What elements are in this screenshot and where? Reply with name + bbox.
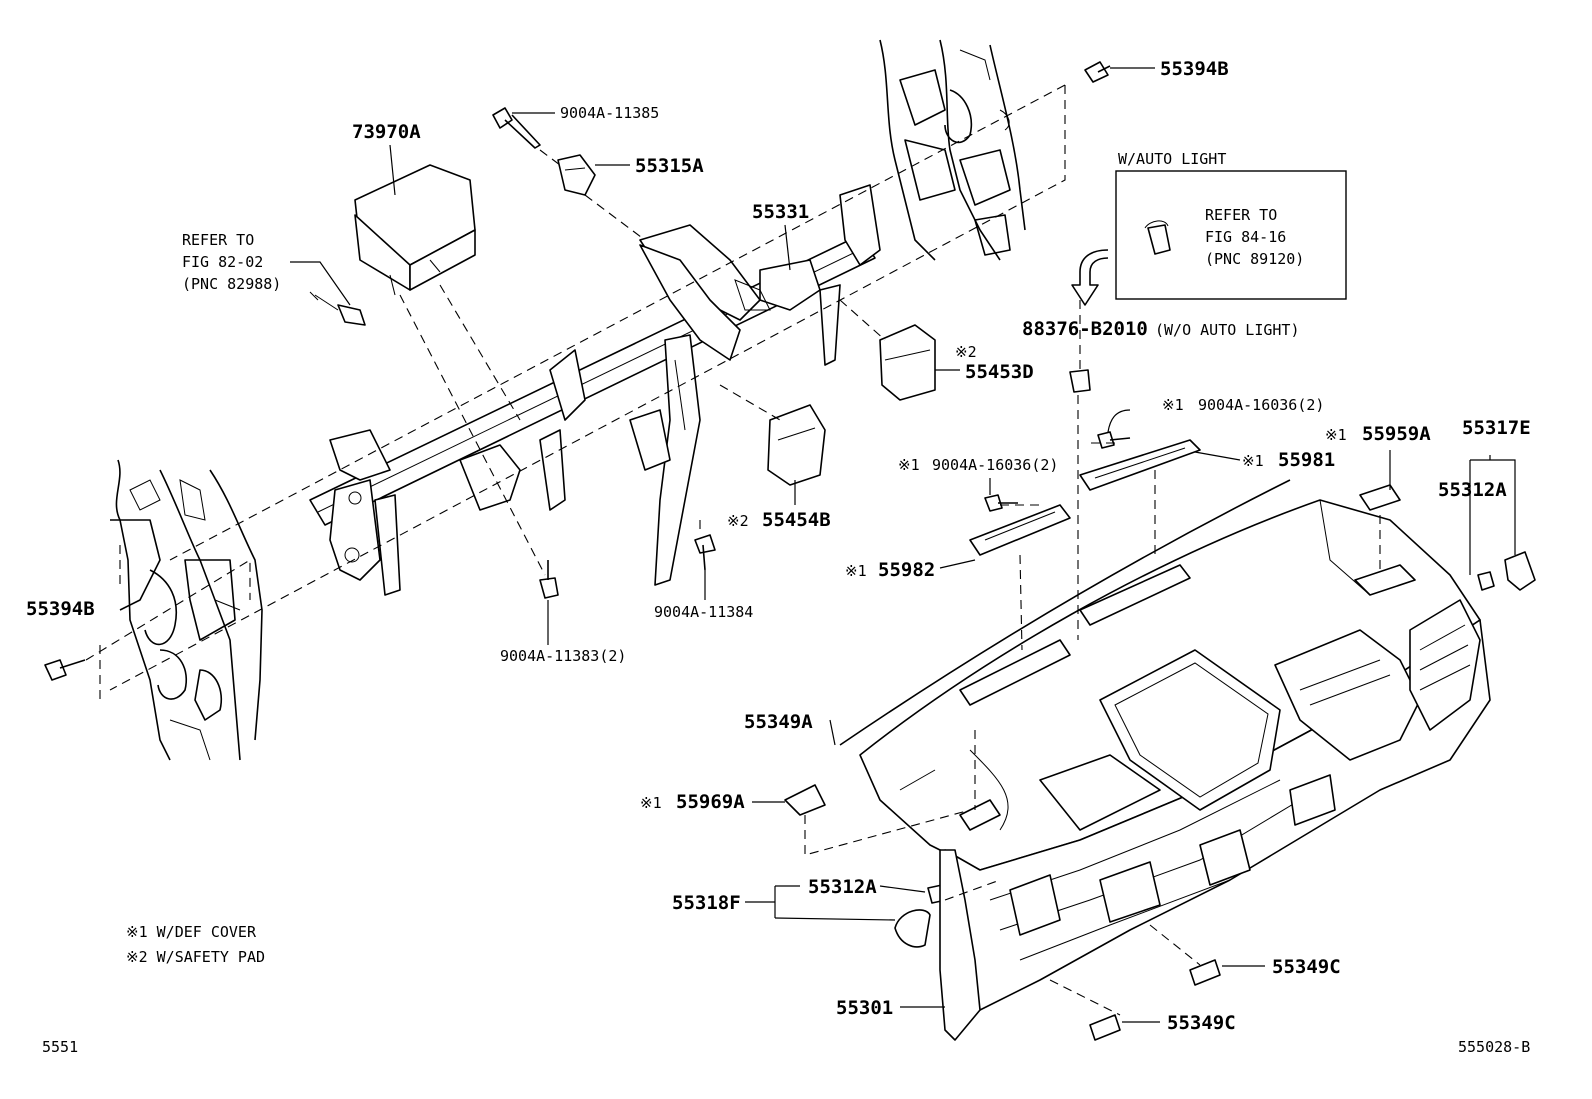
footer-codes: 5551 555028-B — [42, 1038, 1530, 1056]
footer-left-code: 5551 — [42, 1038, 78, 1056]
label-55959a: 55959A — [1362, 423, 1431, 445]
label-refer-82-line2: FIG 82-02 — [182, 253, 263, 271]
def-cover-55981 — [1079, 439, 1201, 491]
label-9004a-16036-left: 9004A-16036(2) — [932, 456, 1058, 474]
bolt-55394b-top — [1084, 61, 1111, 83]
screw-9004a-16036-right — [1097, 431, 1131, 449]
label-55317e: 55317E — [1462, 417, 1531, 439]
clip-55312a-right — [1477, 571, 1495, 591]
label-55453d: 55453D — [965, 361, 1034, 383]
label-55982-mark: ※1 — [845, 562, 867, 580]
label-refer-84-line3: (PNC 89120) — [1205, 250, 1304, 268]
label-55982: 55982 — [878, 559, 935, 581]
label-9004a-11383: 9004A-11383(2) — [500, 647, 626, 665]
arrow-auto-light — [1071, 249, 1109, 306]
label-55959a-mark: ※1 — [1325, 426, 1347, 444]
legend-notes: ※1 W/DEF COVER ※2 W/SAFETY PAD — [126, 923, 265, 966]
label-55315a: 55315A — [635, 155, 704, 177]
label-55331: 55331 — [752, 201, 809, 223]
side-cover-55317e — [1504, 551, 1536, 591]
label-refer-84-line1: REFER TO — [1205, 206, 1277, 224]
label-55349c-2: 55349C — [1167, 1012, 1236, 1034]
label-55394b-top: 55394B — [1160, 58, 1229, 80]
instrument-panel-55301 — [859, 499, 1491, 1041]
safety-pad-55453d — [879, 324, 936, 401]
label-refer-82-line3: (PNC 82988) — [182, 275, 281, 293]
label-88376-suffix: (W/O AUTO LIGHT) — [1155, 321, 1300, 339]
label-refer-84-line2: FIG 84-16 — [1205, 228, 1286, 246]
note-def-cover: ※1 W/DEF COVER — [126, 923, 257, 941]
sensor-88376 — [1069, 369, 1091, 393]
trim-55959a — [1359, 484, 1401, 511]
auto-light-box — [1115, 170, 1347, 300]
label-9004a-16036-right: 9004A-16036(2) — [1198, 396, 1324, 414]
pad-55349c-1 — [1189, 959, 1221, 986]
label-9004a-16036-right-mark: ※1 — [1162, 396, 1184, 414]
bolt-9004a-11383 — [539, 560, 559, 599]
pad-55349c-2 — [1089, 1014, 1121, 1041]
label-55349a: 55349A — [744, 711, 813, 733]
clip-55315a — [557, 154, 596, 196]
leader-lines — [290, 67, 1516, 1023]
instrument-panel-reinforcement — [309, 184, 881, 596]
footer-right-code: 555028-B — [1458, 1038, 1530, 1056]
label-55453d-mark: ※2 — [955, 343, 977, 361]
screw-9004a-16036-left — [984, 494, 1018, 512]
label-55969a: 55969A — [676, 791, 745, 813]
label-refer-82-line1: REFER TO — [182, 231, 254, 249]
label-55394b-left: 55394B — [26, 598, 95, 620]
part-labels: 55394B 9004A-11385 73970A 55315A 55331 R… — [26, 58, 1531, 1034]
side-cover-55318f — [894, 909, 931, 948]
label-55454b-mark: ※2 — [727, 512, 749, 530]
label-9004a-11385: 9004A-11385 — [560, 104, 659, 122]
assembly-dashed-lines — [85, 84, 1381, 1016]
label-55318f: 55318F — [672, 892, 741, 914]
label-55312a-left: 55312A — [808, 876, 877, 898]
label-9004a-11384: 9004A-11384 — [654, 603, 753, 621]
label-88376: 88376-B2010 — [1022, 318, 1148, 340]
right-body-pillar — [879, 39, 1026, 261]
airbag-connector — [309, 291, 366, 326]
label-55981-mark: ※1 — [1242, 452, 1264, 470]
def-cover-55982 — [969, 504, 1071, 556]
label-55312a-right: 55312A — [1438, 479, 1507, 501]
label-55981: 55981 — [1278, 449, 1335, 471]
safety-pad-55454b — [767, 404, 826, 486]
panel-edge-strip-55349a — [839, 479, 1291, 746]
bolt-55394b-left — [44, 659, 86, 681]
label-9004a-16036-left-mark: ※1 — [898, 456, 920, 474]
left-body-pillar — [110, 459, 263, 761]
label-w-auto-light: W/AUTO LIGHT — [1118, 150, 1226, 168]
label-55454b: 55454B — [762, 509, 831, 531]
label-55969a-mark: ※1 — [640, 794, 662, 812]
label-55349c-1: 55349C — [1272, 956, 1341, 978]
bolt-9004a-11384 — [694, 534, 716, 571]
note-safety-pad: ※2 W/SAFETY PAD — [126, 948, 265, 966]
passenger-airbag-73970a — [354, 164, 476, 296]
bolt-9004a-11385 — [492, 107, 541, 149]
label-73970a: 73970A — [352, 121, 421, 143]
label-55301: 55301 — [836, 997, 893, 1019]
trim-55969a — [784, 784, 826, 816]
